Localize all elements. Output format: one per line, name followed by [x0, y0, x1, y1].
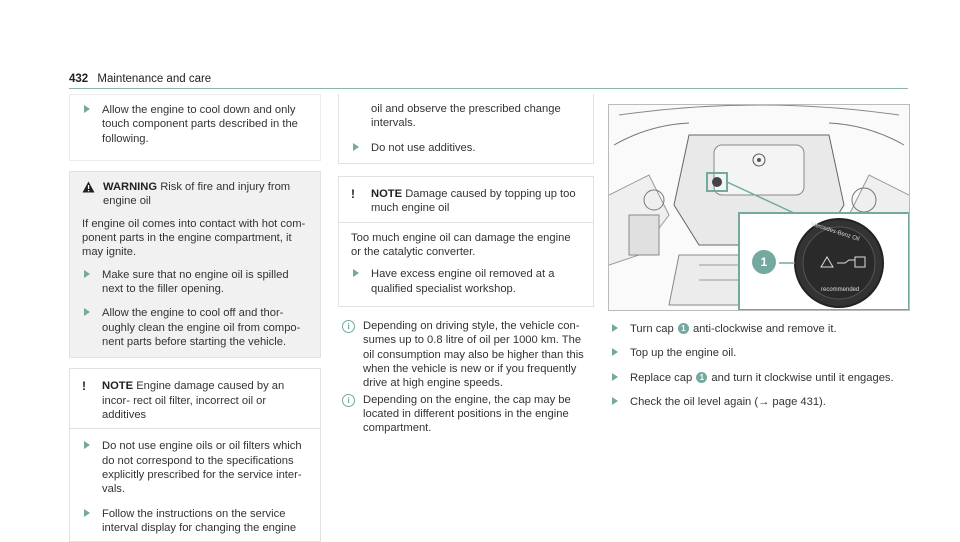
note-body: Too much engine oil can damage the engin… — [351, 231, 571, 258]
warning-triangle-icon — [82, 181, 95, 193]
arrow-icon — [353, 269, 359, 278]
warning-body: If engine oil comes into contact with ho… — [82, 217, 306, 259]
column-1: Allow the engine to cool down and only t… — [69, 94, 321, 542]
header-rule — [69, 88, 908, 89]
bullet-item: Do not use engine oils or oil filters wh… — [70, 439, 320, 496]
note-label: NOTE — [102, 380, 134, 393]
step-item: Check the oil level again (→ page 431). — [608, 395, 908, 409]
page-number: 432 — [69, 73, 89, 85]
bullet-item: Allow the engine to cool down and only t… — [70, 103, 320, 146]
cap-text-bottom: recommended — [821, 287, 860, 293]
exclamation-icon: ! — [351, 186, 355, 201]
warning-label: WARNING — [103, 180, 158, 193]
note-box-2: ! NOTE Damage caused by topping up too m… — [338, 175, 594, 307]
engine-compartment-figure: Mercedes-Benz Oil recommended 1 — [608, 104, 910, 311]
note-title: Damage caused by topping up too much eng… — [371, 187, 576, 215]
arrow-icon — [84, 441, 90, 450]
figure-callout-1: 1 — [752, 250, 776, 274]
exclamation-icon: ! — [82, 379, 86, 394]
bullet-item: Allow the engine to cool off and thor- o… — [70, 306, 320, 349]
info-item: i Depending on driving style, the vehicl… — [338, 319, 594, 391]
step-item: Top up the engine oil. — [608, 346, 908, 360]
engine-illustration — [609, 105, 909, 310]
page-header: 432 Maintenance and care — [69, 72, 211, 87]
arrow-icon — [353, 142, 359, 151]
arrow-icon — [84, 105, 90, 113]
bullet-item: Make sure that no engine oil is spilled … — [70, 268, 320, 297]
arrow-icon — [612, 372, 618, 381]
step-item: Turn cap 1 anti-clockwise and remove it. — [608, 322, 908, 336]
page-reference-link[interactable]: Check the oil level again (→ page 431). — [630, 395, 826, 408]
note-title: Engine damage caused by an incor- rect o… — [102, 380, 285, 421]
note-header: ! NOTE Engine damage caused by an incor-… — [70, 369, 320, 430]
section-title: Maintenance and care — [97, 73, 212, 85]
arrow-icon — [84, 269, 90, 278]
step-item: Replace cap 1 and turn it clockwise unti… — [608, 371, 908, 385]
callout-1-icon: 1 — [696, 371, 708, 383]
arrow-icon — [612, 324, 618, 332]
intro-box: Allow the engine to cool down and only t… — [69, 94, 321, 161]
steps-list: Turn cap 1 anti-clockwise and remove it.… — [608, 322, 908, 409]
note-box: ! NOTE Engine damage caused by an incor-… — [69, 368, 321, 542]
bullet-item: Follow the instructions on the service i… — [70, 507, 320, 536]
note-label: NOTE — [371, 187, 403, 200]
warning-box: WARNING Risk of fire and injury from eng… — [69, 170, 321, 359]
continued-text: oil and observe the prescribed change in… — [371, 103, 561, 130]
info-icon: i — [342, 393, 355, 407]
bullet-item: Have excess engine oil removed at a qual… — [339, 267, 593, 296]
note-header: ! NOTE Damage caused by topping up too m… — [339, 176, 593, 223]
warning-header: WARNING Risk of fire and injury from eng… — [70, 172, 320, 213]
arrow-icon — [84, 508, 90, 517]
callout-1-icon: 1 — [677, 323, 689, 334]
warning-title: Risk of fire and injury from engine oil — [103, 180, 291, 208]
info-icon: i — [342, 319, 355, 333]
column-2: oil and observe the prescribed change in… — [338, 94, 594, 436]
bullet-item: Do not use additives. — [339, 141, 593, 155]
note-continued-box: oil and observe the prescribed change in… — [338, 94, 594, 164]
arrow-icon — [84, 308, 90, 317]
info-item: i Depending on the engine, the cap may b… — [338, 393, 594, 436]
arrow-icon — [612, 396, 618, 405]
arrow-icon — [612, 348, 618, 357]
